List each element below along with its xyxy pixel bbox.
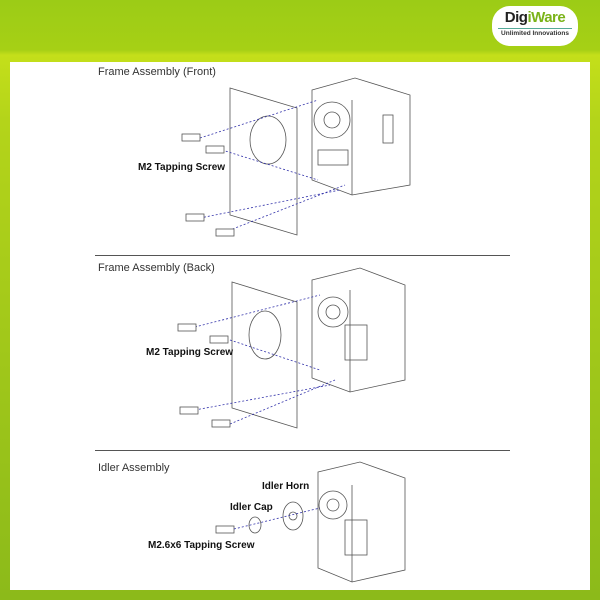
label-idler-horn: Idler Horn: [262, 481, 310, 492]
screws-back: [177, 323, 231, 428]
screw-guides-back: [194, 294, 336, 425]
section-title-front: Frame Assembly (Front): [98, 66, 216, 78]
diagram-panel: [10, 62, 590, 590]
label-m2-screw-back: M2 Tapping Screw: [146, 347, 234, 358]
section-title-idler: Idler Assembly: [98, 462, 170, 474]
frame-plate-front: [229, 87, 298, 236]
divider: [95, 450, 510, 451]
screws-front: [181, 133, 235, 237]
brand-logo: DigiWare Unlimited Innovations: [492, 6, 578, 46]
servo-front: [311, 77, 411, 196]
servo-idler: [317, 461, 406, 583]
label-idler-cap: Idler Cap: [230, 502, 273, 513]
section-title-back: Frame Assembly (Back): [98, 262, 215, 274]
servo-back: [311, 267, 406, 393]
idler-horn-part: [282, 501, 304, 531]
frame-plate-back: [231, 281, 298, 429]
label-m26-screw: M2.6x6 Tapping Screw: [148, 540, 255, 551]
idler-screw-part: [215, 525, 235, 534]
idler-cap-part: [248, 516, 262, 534]
label-m2-screw-front: M2 Tapping Screw: [138, 162, 226, 173]
screw-guides-front: [199, 99, 346, 233]
divider: [95, 255, 510, 256]
